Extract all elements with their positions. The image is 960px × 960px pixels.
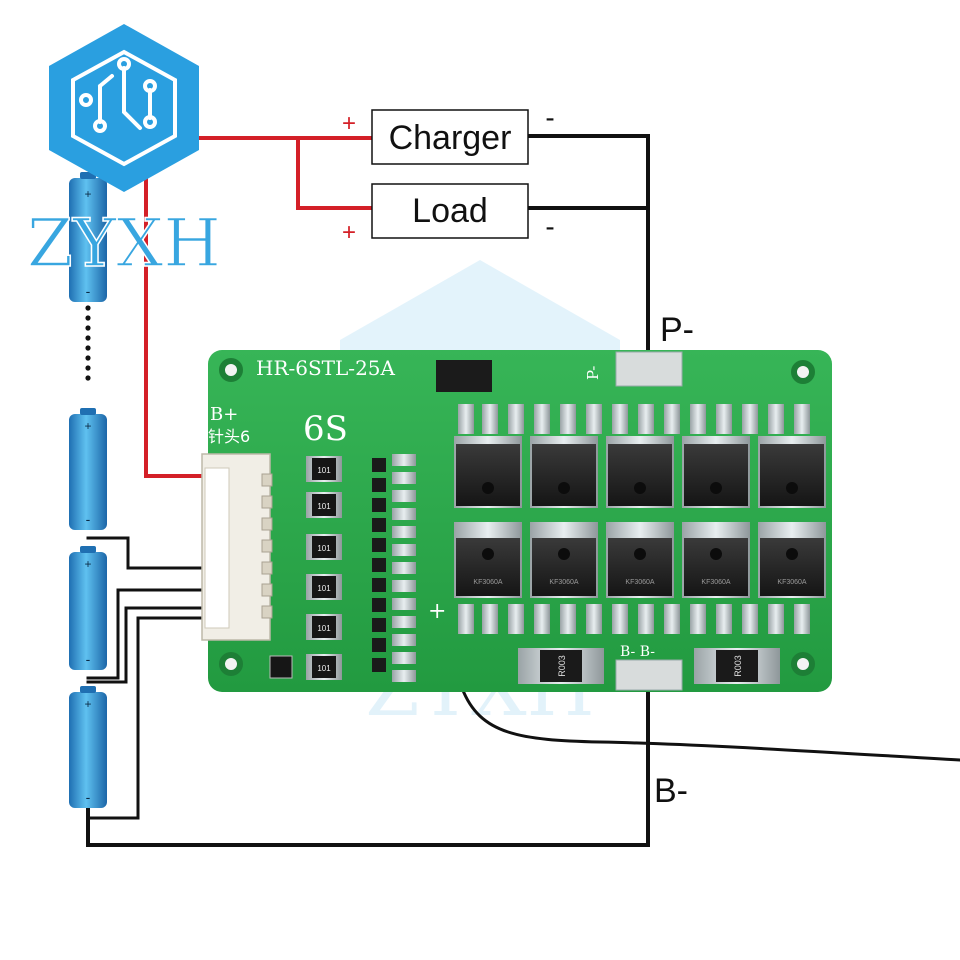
svg-text:KF3060A: KF3060A [473, 579, 503, 586]
cell-plus: + [84, 187, 91, 201]
cell-plus: + [84, 557, 91, 571]
mosfet: KF3060A [758, 522, 826, 598]
mosfet [606, 436, 674, 508]
load-plus-sign: + [342, 219, 356, 246]
cell-plus: + [84, 697, 91, 711]
shunt-resistor: R003 [518, 648, 604, 684]
mosfet [758, 436, 826, 508]
resistor: 101 [306, 654, 342, 680]
positive-wire [144, 136, 374, 478]
b-plus-label: B+ [210, 404, 238, 425]
charger-box: Charger + - [342, 102, 555, 165]
b-pad-area [615, 659, 683, 691]
battery-cell: + - [69, 546, 107, 670]
load-label: Load [412, 192, 488, 230]
charger-plus-sign: + [342, 110, 356, 137]
charger-label: Charger [389, 119, 512, 157]
p-pad-area [615, 351, 683, 387]
pcb-p-label: P- [584, 366, 602, 380]
svg-text:101: 101 [317, 466, 331, 475]
mosfet: KF3060A [454, 522, 522, 598]
svg-text:KF3060A: KF3060A [777, 579, 807, 586]
svg-text:101: 101 [317, 502, 331, 511]
bms-board: HR-6STL-25A 6S B+ 针头6 P- B- B- + 101 101 [201, 350, 832, 692]
svg-text:KF3060A: KF3060A [549, 579, 579, 586]
balance-caps [392, 454, 416, 682]
svg-text:101: 101 [317, 544, 331, 553]
svg-text:KF3060A: KF3060A [625, 579, 655, 586]
svg-text:101: 101 [317, 584, 331, 593]
battery-cell: + - [69, 172, 107, 302]
brand-text: ZYXH [27, 205, 221, 282]
pcb-plus-label: + [428, 599, 446, 624]
resistor: 101 [306, 492, 342, 518]
resistor: 101 [306, 614, 342, 640]
battery-cell: + - [69, 686, 107, 808]
charger-minus-sign: - [545, 102, 554, 133]
wires [86, 134, 960, 847]
svg-text:R003: R003 [733, 655, 743, 677]
mosfet-array: KF3060A KF3060A KF3060A KF3060A KF3060A [454, 436, 826, 598]
mosfet: KF3060A [682, 522, 750, 598]
mosfet [454, 436, 522, 508]
load-minus-sign: - [545, 211, 554, 242]
cells-label: 6S [303, 409, 348, 449]
resistor: 101 [306, 574, 342, 600]
cell-minus: - [86, 511, 91, 527]
pcb-substrate [208, 350, 832, 692]
resistor: 101 [306, 534, 342, 560]
gate-resistors-top [458, 404, 810, 434]
svg-text:KF3060A: KF3060A [701, 579, 731, 586]
mounting-holes [219, 358, 815, 676]
balance-resistors: 101 101 101 101 101 101 [269, 456, 342, 680]
brand-logo: ZYXH [26, 24, 222, 283]
gate-resistors-bottom [458, 604, 810, 634]
svg-text:101: 101 [317, 664, 331, 673]
sensor-wire [460, 686, 960, 762]
p-minus-wire [526, 134, 650, 354]
balance-connector [201, 453, 273, 641]
board-model: HR-6STL-25A [256, 356, 396, 380]
ic-chip [436, 360, 492, 392]
battery-cells: + - + - + - + - [69, 172, 107, 808]
mosfet [682, 436, 750, 508]
mosfet [530, 436, 598, 508]
balance-wires [86, 536, 205, 820]
cell-plus: + [84, 419, 91, 433]
resistor: 101 [306, 456, 342, 482]
b-minus-wire [86, 688, 650, 847]
cell-minus: - [86, 283, 91, 299]
mosfet: KF3060A [606, 522, 674, 598]
circuit-icon [71, 49, 177, 167]
cell-minus: - [86, 651, 91, 667]
shunt-resistor: R003 [694, 648, 780, 684]
battery-cell: + - [69, 408, 107, 530]
load-box: Load + - [342, 183, 555, 246]
mosfet: KF3060A [530, 522, 598, 598]
b-minus-label: B- [654, 772, 688, 810]
p-minus-label: P- [660, 311, 694, 349]
cell-chain-dots [85, 305, 91, 381]
small-resistor [269, 655, 293, 679]
connector-note: 针头6 [208, 427, 250, 446]
pcb-b-label: B- B- [620, 644, 655, 660]
svg-text:101: 101 [317, 624, 331, 633]
cell-minus: - [86, 789, 91, 805]
balance-transistors [372, 458, 386, 672]
svg-text:R003: R003 [557, 655, 567, 677]
